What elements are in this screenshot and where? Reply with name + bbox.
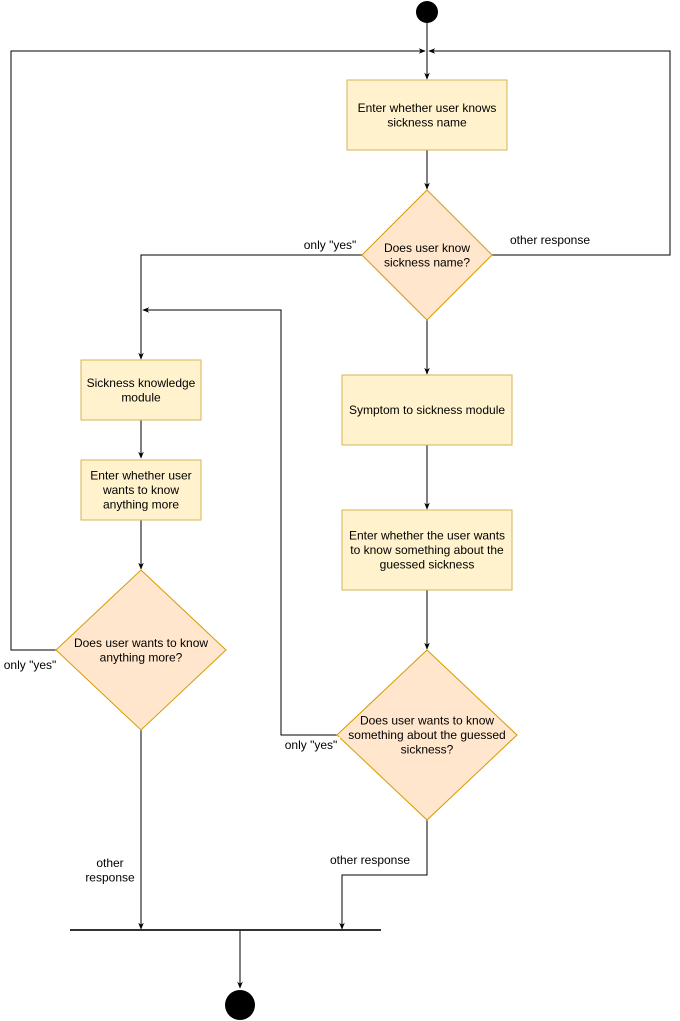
node-sickness-knowledge-text-line: module <box>121 390 161 404</box>
edge-decision-other-loop <box>428 48 671 256</box>
node-enter-guessed-text-line: guessed sickness <box>380 558 475 572</box>
node-symptom-module: Symptom to sickness module <box>341 374 513 446</box>
end-node <box>225 990 255 1020</box>
decision-guessed-sickness-text-line: something about the guessed <box>348 728 505 742</box>
node-enter-more-text-line: anything more <box>103 498 179 512</box>
decision-guessed-sickness-text-line: sickness? <box>401 743 454 757</box>
node-enter-more-text-line: wants to know <box>102 483 179 497</box>
edge-guessed-other-to-bar <box>339 820 428 930</box>
decision-guessed-sickness-text-line: Does user wants to know <box>360 714 494 728</box>
label-other-response-left-line: response <box>85 870 135 884</box>
decision-knows-name-text-line: sickness name? <box>384 255 470 269</box>
label-other-response-right: other response <box>330 853 410 867</box>
label-only-yes-left: only "yes" <box>4 658 57 672</box>
edge-guessed-yes-loop <box>142 307 337 736</box>
label-other-response-top: other response <box>510 233 590 247</box>
node-symptom-module-text-line: Symptom to sickness module <box>349 403 505 417</box>
edge-decision-yes-to-knowledge <box>138 254 362 360</box>
edge-labels: only "yes" other response only "yes" onl… <box>2 232 593 884</box>
edges <box>10 23 671 989</box>
edge-more-yes-loop <box>10 48 426 651</box>
node-enter-knows-name-text-line: sickness name <box>387 115 467 129</box>
label-other-response-left-line: other <box>96 856 123 870</box>
node-sickness-knowledge-text-line: Sickness knowledge <box>87 376 196 390</box>
decision-wants-more-text-line: anything more? <box>100 650 183 664</box>
decision-knows-name-text-line: Does user know <box>384 241 470 255</box>
node-enter-guessed-text-line: Enter whether the user wants <box>349 529 505 543</box>
decision-wants-more-text-line: Does user wants to know <box>74 636 208 650</box>
start-node <box>416 1 438 23</box>
label-only-yes-top: only "yes" <box>304 238 357 252</box>
label-only-yes-right: only "yes" <box>285 738 338 752</box>
node-enter-guessed-text-line: to know something about the <box>350 543 504 557</box>
node-enter-more-text-line: Enter whether user <box>90 469 191 483</box>
node-symptom-module-text: Symptom to sickness module <box>349 403 505 417</box>
node-enter-knows-name-text-line: Enter whether user knows <box>358 101 497 115</box>
